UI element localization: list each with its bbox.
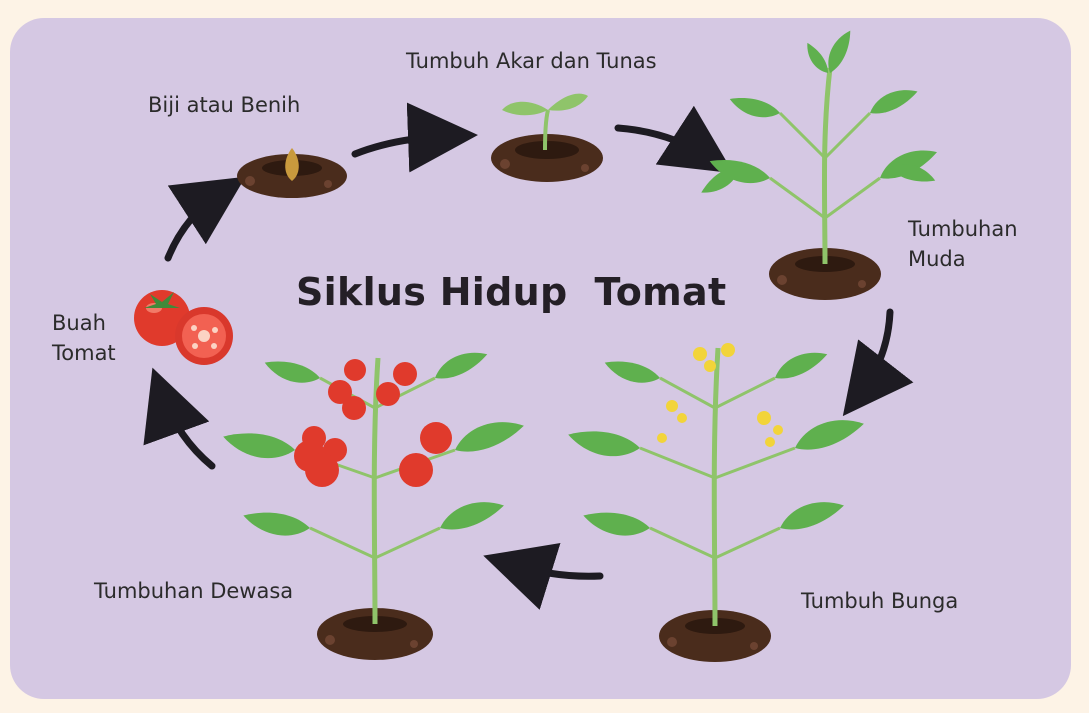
label-young-plant: Tumbuhan Muda [908,217,1018,271]
tomato-icons [294,359,452,487]
lifecycle-illustration [134,27,941,662]
adult-plant-illustration [220,346,528,660]
sprout-leaf-icon [502,101,548,116]
arrow-seed-to-sprout [351,102,478,173]
diagram-title: Siklus Hidup Tomat [296,270,727,314]
diagram-card: Siklus Hidup Tomat Biji atau Benih Tumbu… [10,18,1071,699]
label-sprout: Tumbuh Akar dan Tunas [406,49,657,73]
seed-icon [285,148,299,181]
young-plant-illustration [697,27,941,300]
arrow-fruit-to-seed [164,176,246,262]
label-adult-plant: Tumbuhan Dewasa [94,579,294,603]
arrow-young-to-flower [842,308,914,417]
cycle-arrows [143,102,914,610]
arrow-flower-to-adult [483,543,604,610]
soil-mound [769,248,881,300]
sprout-illustration [491,93,603,182]
label-fruit: Buah Tomat [52,311,116,365]
arrow-adult-to-fruit [143,367,216,470]
tomato-fruit-illustration [134,290,233,365]
arrow-sprout-to-young [614,105,734,174]
sprout-leaf-icon [548,93,588,111]
flower-icons [657,343,783,447]
flowering-plant-illustration [565,343,868,662]
label-flowering: Tumbuh Bunga [801,589,959,613]
seed-illustration [237,148,347,198]
label-seed: Biji atau Benih [148,93,301,117]
soil-mound [659,610,771,662]
